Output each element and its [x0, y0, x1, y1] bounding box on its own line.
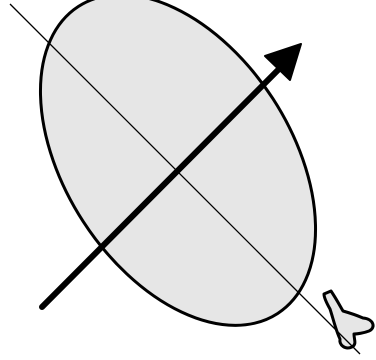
- balloon-neck: [324, 291, 373, 348]
